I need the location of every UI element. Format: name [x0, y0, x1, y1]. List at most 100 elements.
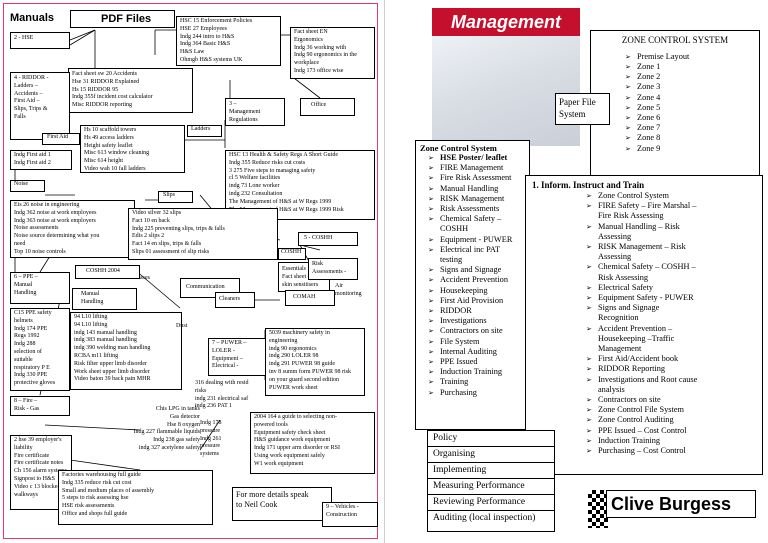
zcs-item: Electrical inc PAT testing	[428, 245, 525, 265]
manuals-label: Manuals	[10, 12, 54, 24]
zcs-item: Signs and Signage	[428, 265, 525, 275]
vehicles-section-box: 9 – Vehicles - Construction	[322, 502, 378, 527]
dust-text: Dust	[176, 323, 187, 331]
riddor-section-box: 4 - RIDDOR - Ladders – Accidents – First…	[10, 72, 70, 140]
zcs-item: First Aid Provision	[428, 296, 525, 306]
ladders-facts-box: Hs 10 scaffold towers Hs 49 access ladde…	[80, 125, 185, 173]
zcs-item: Fire Risk Assessment	[428, 173, 525, 183]
office-box: Office	[300, 98, 355, 116]
zone-item: Zone 6	[625, 113, 753, 123]
zone-item: Zone 5	[625, 103, 753, 113]
first-aid-box: First Aid	[42, 133, 80, 145]
zcs-item: FIRE Management	[428, 163, 525, 173]
coshh-2004-box: COSHH 2004	[75, 265, 140, 279]
paper-file-box: Paper File System	[555, 93, 610, 125]
hse-enforcement-box: HSC 15 Enforcement Policies HSE 27 Emplo…	[176, 16, 281, 66]
zone-item: Zone 8	[625, 133, 753, 143]
inform-item: First Aid/Accident book	[586, 354, 758, 364]
zone-item: Premise Layout	[625, 52, 753, 62]
inform-list: Zone Control System FIRE Safety – Fire M…	[586, 191, 758, 456]
cleaners-box: Cleaners	[215, 292, 255, 308]
zone-item: Zone 1	[625, 62, 753, 72]
zcs-item: Risk Assessments	[428, 204, 525, 214]
zcs-item: Accident Prevention	[428, 275, 525, 285]
manual-handling-box: Manual Handling	[72, 288, 137, 310]
zcs-item: PPE Issued	[428, 357, 525, 367]
noise-box: Noise	[10, 180, 45, 192]
inform-item: Chemical Safety – COSHH – Risk Assessing	[586, 262, 758, 282]
zone-item: Zone 7	[625, 123, 753, 133]
noise-facts-box: Eis 26 noise in engineering Indg 362 noi…	[10, 200, 135, 258]
fire-section-box: 8 – Fire – Risk - Gas	[10, 396, 70, 416]
inform-item: Zone Control File System	[586, 405, 758, 415]
more-details-box: For more details speak to Neil Cook	[232, 487, 332, 521]
indg178-text: Indg 178 pressure Indg 261 pressure syst…	[200, 420, 222, 459]
inform-item: Investigations and Root cause analysis	[586, 375, 758, 395]
policy-table: Policy Organising Implementing Measuring…	[427, 430, 555, 532]
zcs-list-box: Zone Control System HSE Poster/ leaflet …	[415, 140, 530, 430]
manual-handling-facts-box: 94 L10 lifting 94 L10 lifting indg 143 m…	[70, 312, 182, 390]
comah-box: COMAH	[285, 290, 335, 306]
inform-item: PPE Issued – Cost Control	[586, 426, 758, 436]
zcs-list: HSE Poster/ leaflet FIRE Management Fire…	[428, 153, 525, 398]
gas-facts-text: Chis LPG in tanks Gas detector Hse 8 oxy…	[100, 406, 200, 453]
indg164-box: 2004 164 a guide to selecting non- power…	[250, 412, 375, 474]
inform-item: RIDDOR Reporting	[586, 364, 758, 374]
zcs-item: Contractors on site	[428, 326, 525, 336]
coshh-section-box: 5 - COSHH	[298, 232, 358, 246]
zcs-item: Chemical Safety – COSHH	[428, 214, 525, 234]
policy-row: Measuring Performance	[428, 479, 554, 495]
zcs-heading: Zone Control System	[420, 143, 525, 153]
inform-train-box: 1. Inform. Instruct and Train Zone Contr…	[525, 175, 763, 475]
inform-item: Accident Prevention – Housekeeping –Traf…	[586, 324, 758, 355]
inform-item: Induction Training	[586, 436, 758, 446]
policy-row: Organising	[428, 447, 554, 463]
inform-item: Equipment Safety - PUWER	[586, 293, 758, 303]
paperwork-photo	[432, 36, 580, 146]
inform-item: Zone Control System	[586, 191, 758, 201]
policy-row: Policy	[428, 431, 554, 447]
inform-item: FIRE Safety – Fire Marshal – Fire Risk A…	[586, 201, 758, 221]
zcs-item: HSE Poster/ leaflet	[428, 153, 525, 163]
inform-item: Purchasing – Cost Control	[586, 446, 758, 456]
puwer-facts-box: 5039 machinery safety in engineering ind…	[265, 328, 365, 396]
ases-text: ases	[140, 275, 150, 283]
policy-row: Reviewing Performance	[428, 495, 554, 511]
hse-section-box: 2 - HSE	[10, 32, 70, 49]
zone-item: Zone 2	[625, 72, 753, 82]
zone-control-box: ZONE CONTROL SYSTEM Premise Layout Zone …	[590, 30, 760, 178]
risk-assessments-box: Risk Assessments -	[308, 258, 358, 280]
zcs-item: Housekeeping	[428, 286, 525, 296]
ppe-section-box: 6 – PPE – Manual Handling	[10, 272, 70, 304]
zcs-item: Internal Auditing	[428, 347, 525, 357]
inform-item: Signs and Signage Recognition	[586, 303, 758, 323]
inform-item: RISK Management – Risk Assessing	[586, 242, 758, 262]
zone-list: Premise Layout Zone 1 Zone 2 Zone 3 Zone…	[625, 52, 753, 154]
ppe-facts-box: C15 PPE safety helmets Indg 174 PPE Regs…	[10, 308, 70, 391]
inform-heading: 1. Inform. Instruct and Train	[532, 179, 758, 191]
ladders-box: Ladders	[187, 125, 222, 137]
zcs-item: File System	[428, 337, 525, 347]
pdf-files-label: PDF Files	[70, 10, 175, 28]
zone-item: Zone 9	[625, 144, 753, 154]
management-banner: Management	[432, 8, 580, 36]
zcs-item: Equipment - PUWER	[428, 235, 525, 245]
zcs-item: Investigations	[428, 316, 525, 326]
zcs-item: Manual Handling	[428, 184, 525, 194]
inform-item: Contractors on site	[586, 395, 758, 405]
electrical-facts-text: 316 dealing with resid risks indg 231 el…	[195, 380, 249, 411]
inform-item: Manual Handling – Risk Assessing	[586, 222, 758, 242]
policy-row: Auditing (local inspection)	[428, 511, 554, 526]
zcs-item: Induction Training	[428, 367, 525, 377]
factories-box: Factories warehousing full guide Indg 33…	[58, 470, 213, 525]
zone-control-title: ZONE CONTROL SYSTEM	[597, 35, 753, 46]
zcs-item: Purchasing	[428, 388, 525, 398]
indg-first-aid-box: Indg First aid 1 Indg First aid 2	[10, 150, 72, 170]
slips-box: Slips	[158, 191, 193, 203]
puwer-section-box: 7 – PUWER – LOLER - Equipment – Electric…	[208, 338, 266, 376]
zcs-item: RIDDOR	[428, 306, 525, 316]
zone-item: Zone 4	[625, 93, 753, 103]
checkered-logo	[588, 490, 608, 528]
management-regs-box: 3 – Management Regulations	[225, 98, 285, 126]
slips-facts-box: Video silver 32 slips Fact 10 en back In…	[128, 208, 278, 260]
